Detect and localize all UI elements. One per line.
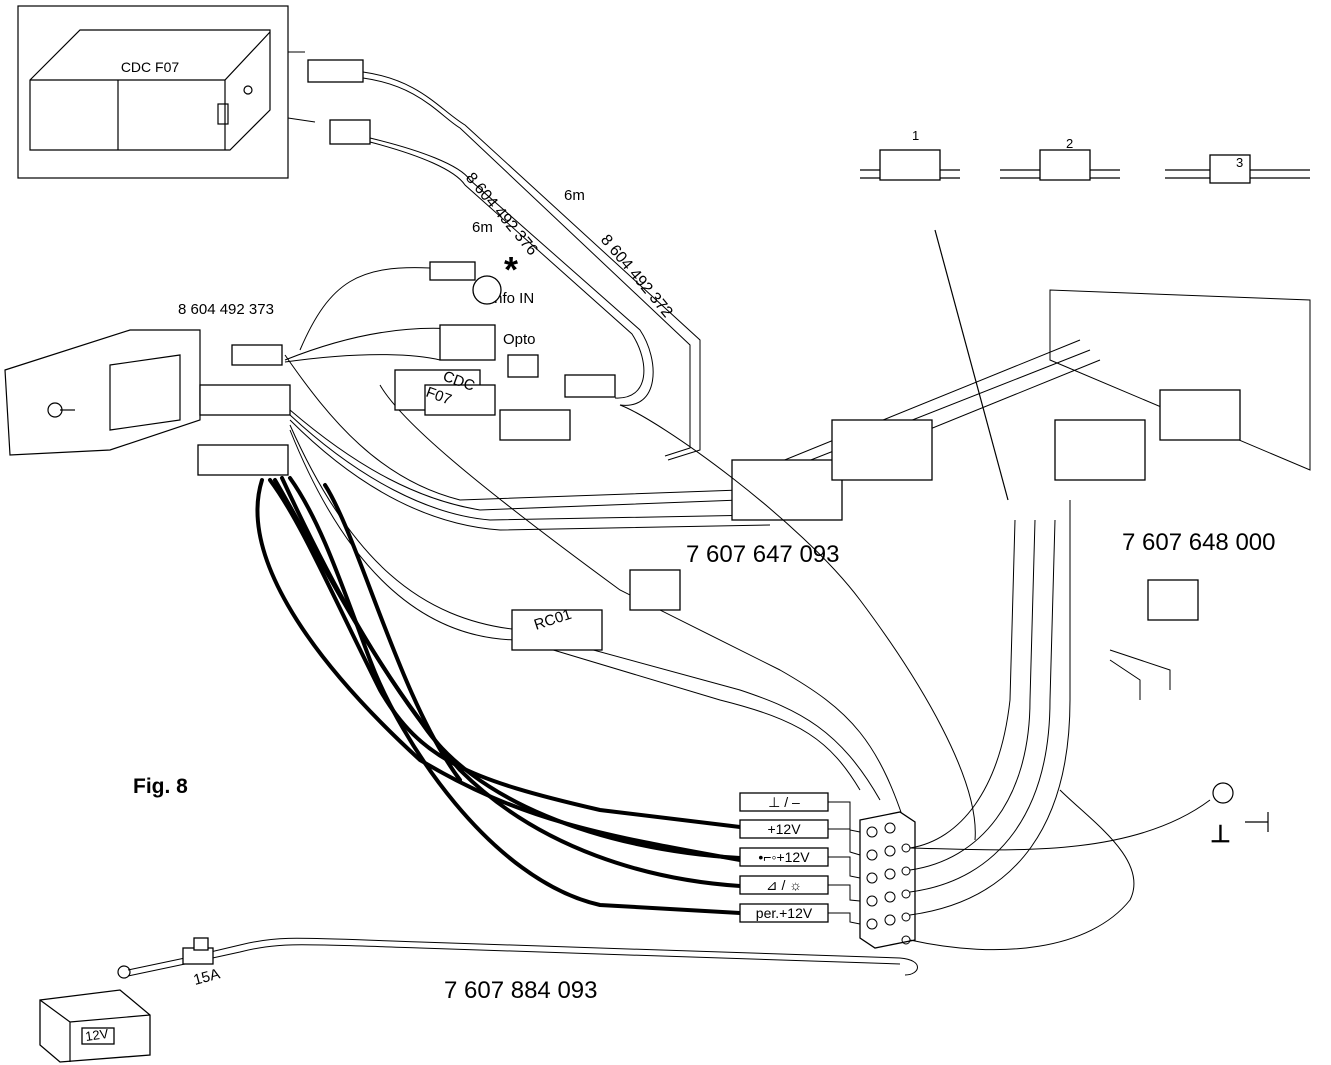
asterisk-mark: * — [504, 249, 518, 290]
terminal-permanent-label: per.+12V — [756, 905, 813, 921]
return-wires — [619, 404, 1211, 951]
harness-c-label: 7 607 884 093 — [444, 977, 597, 1004]
changer-label: CDC F07 — [121, 59, 180, 75]
battery-fuse — [39, 937, 918, 1063]
power-wires — [255, 476, 742, 915]
terminal-block — [828, 801, 916, 949]
battery-label: 12V — [84, 1026, 109, 1044]
changer-cables — [287, 51, 701, 461]
terminal-ground-label: ⊥ / – — [768, 794, 800, 810]
iso-adapters — [731, 389, 1241, 700]
ground-symbol: ⊥ — [1210, 821, 1231, 848]
clip-steps: 1 2 3 — [860, 128, 1310, 501]
mid-connectors — [394, 324, 681, 651]
changer-inset: CDC F07 — [17, 5, 289, 179]
cable-372-label: 8 604 492 372 — [597, 232, 676, 321]
terminal-labels: ⊥ / – +12V •⌐◦+12V ⊿ / ☼ per.+12V — [739, 792, 829, 923]
terminal-12v-label: +12V — [767, 821, 801, 837]
clip-step-1: 1 — [912, 128, 919, 143]
ground-eyelet — [1212, 782, 1269, 832]
harness-a-label: 7 607 647 093 — [686, 541, 839, 568]
terminal-ignition-label: •⌐◦+12V — [758, 849, 810, 865]
length-b-label: 6m — [472, 219, 493, 236]
info-in-connector — [299, 261, 502, 351]
head-unit — [4, 329, 201, 456]
clip-step-3: 3 — [1236, 155, 1243, 170]
fuse-label: 15A — [192, 966, 222, 989]
cable-373-label: 8 604 492 373 — [178, 301, 274, 318]
clip-step-2: 2 — [1066, 136, 1073, 151]
info-in-label: Info IN — [490, 290, 534, 307]
iso-connectors — [197, 344, 291, 476]
harness-b-label: 7 607 648 000 — [1122, 529, 1275, 556]
harness-bundles — [284, 289, 1311, 841]
figure-label: Fig. 8 — [133, 775, 188, 798]
length-a-label: 6m — [564, 187, 585, 204]
terminal-lighting-label: ⊿ / ☼ — [766, 877, 802, 893]
opto-label: Opto — [503, 331, 536, 348]
